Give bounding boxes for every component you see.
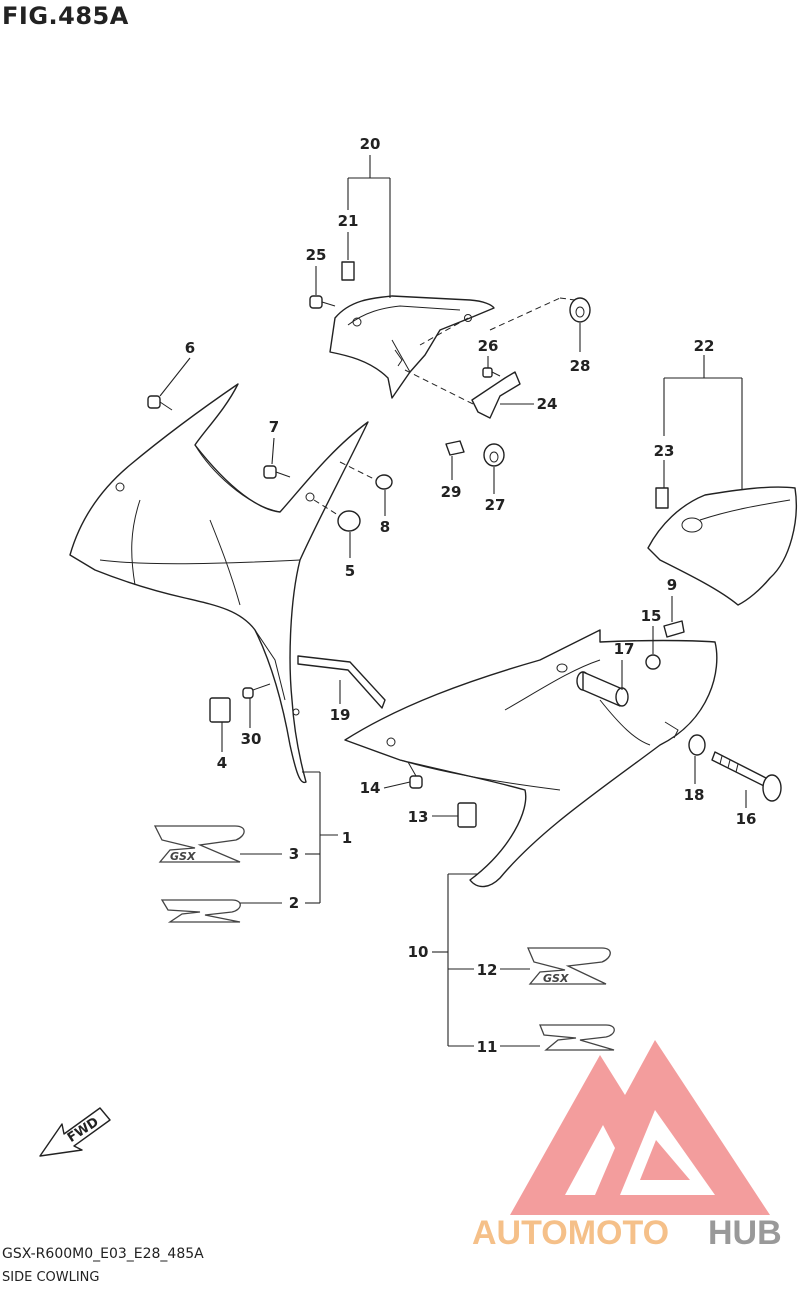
part-20-inner-panel	[329, 295, 495, 399]
part-24-bracket	[471, 371, 521, 419]
part-29-clip	[445, 440, 465, 456]
emblem-gsx-text-2: GSX	[543, 972, 569, 985]
part-18-washer	[688, 734, 706, 756]
callout-20: 20	[360, 135, 381, 153]
leader-lines	[159, 155, 747, 1047]
callout-8: 8	[380, 518, 390, 536]
part-2-emblem-r	[160, 899, 241, 923]
part-25-screw	[309, 295, 336, 309]
part-16-bolt	[711, 751, 782, 802]
part-19-brace	[297, 655, 386, 709]
watermark-brand: AUTOMOTO HUB	[472, 1214, 782, 1252]
part-22-panel	[647, 486, 797, 606]
callout-21: 21	[338, 212, 359, 230]
callout-25: 25	[306, 246, 327, 264]
part-30-screw	[242, 683, 271, 699]
callout-18: 18	[684, 786, 705, 804]
callout-28: 28	[570, 357, 591, 375]
part-21-label	[341, 261, 355, 281]
callout-numbers: 1 2 3 4 5 6 7 8 9 10 11 12 13 14 15 16 1…	[185, 135, 757, 1056]
part-9-label	[663, 620, 685, 638]
figure-subtitle: SIDE COWLING	[2, 1270, 100, 1285]
part-8-nut	[339, 461, 393, 490]
part-13-label	[457, 802, 477, 828]
callout-6: 6	[185, 339, 195, 357]
part-3-emblem-gsx-r: GSX	[153, 825, 245, 863]
part-26-screw	[482, 367, 501, 378]
callout-1: 1	[342, 829, 352, 847]
callout-30: 30	[241, 730, 262, 748]
part-23-label	[655, 487, 669, 509]
callout-16: 16	[736, 810, 757, 828]
part-28-grommet	[569, 297, 591, 323]
callout-5: 5	[345, 562, 355, 580]
figure-title: FIG.485A	[2, 2, 129, 30]
callout-3: 3	[289, 845, 299, 863]
callout-19: 19	[330, 706, 351, 724]
part-1-side-cowling	[69, 383, 369, 784]
part-10-lower-cowling	[344, 629, 718, 888]
callout-7: 7	[269, 418, 279, 436]
part-11-emblem-r	[539, 1024, 615, 1051]
callout-9: 9	[667, 576, 677, 594]
callout-27: 27	[485, 496, 506, 514]
part-7-screw	[263, 465, 291, 479]
callout-10: 10	[408, 943, 429, 961]
callout-26: 26	[478, 337, 499, 355]
callout-17: 17	[614, 640, 635, 658]
part-4-label	[209, 697, 231, 723]
figure-code: GSX-R600M0_E03_E28_485A	[2, 1246, 204, 1262]
callout-2: 2	[289, 894, 299, 912]
watermark-brand-b: HUB	[708, 1214, 782, 1252]
part-5-grommet	[313, 499, 361, 532]
callout-4: 4	[217, 754, 227, 772]
callout-14: 14	[360, 779, 381, 797]
callout-12: 12	[477, 961, 498, 979]
part-27-grommet	[483, 443, 505, 467]
part-17-spacer	[576, 671, 629, 707]
part-12-emblem-gsx-r: GSX	[527, 947, 611, 985]
callout-13: 13	[408, 808, 429, 826]
callout-22: 22	[694, 337, 715, 355]
callout-29: 29	[441, 483, 462, 501]
watermark-brand-a: AUTOMOTO	[472, 1214, 669, 1252]
part-15-nut	[645, 654, 661, 670]
watermark-logo	[510, 1040, 770, 1215]
callout-23: 23	[654, 442, 675, 460]
part-6-screw	[147, 395, 173, 411]
callout-24: 24	[537, 395, 558, 413]
fwd-arrow: FWD	[39, 1107, 111, 1157]
emblem-gsx-text: GSX	[170, 850, 196, 863]
callout-15: 15	[641, 607, 662, 625]
callout-11: 11	[477, 1038, 498, 1056]
